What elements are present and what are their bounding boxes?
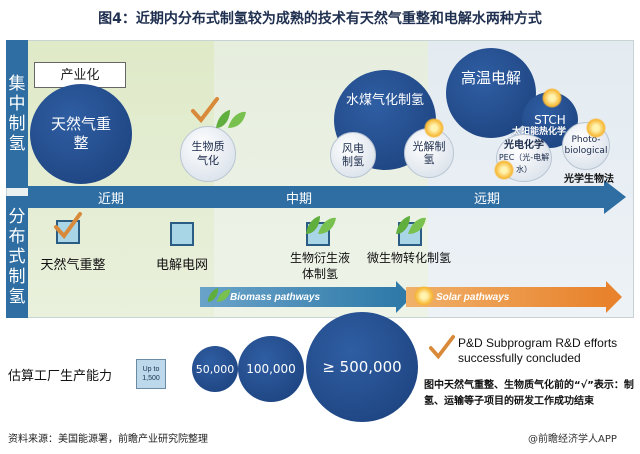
biomass-pathways-label: Biomass pathways — [230, 291, 321, 303]
high-temp-label: 高温电解 — [460, 68, 521, 87]
sun-icon — [414, 286, 434, 306]
electrolysis-grid-label: 电解电网 — [155, 258, 208, 273]
solar-pathways-band: Solar pathways — [406, 287, 606, 307]
circle-high-temp-electrolysis: 高温电解 — [446, 48, 536, 138]
timeline-near: 近期 — [98, 192, 125, 207]
capacity-label: 估算工厂生产能力 — [8, 369, 113, 384]
circle-natural-gas-reforming: 天然气重整 — [30, 84, 132, 184]
capacity-circle-medium: 100,000 — [238, 336, 304, 402]
source-text: 资料来源：美国能源署，前瞻产业研究院整理 — [8, 434, 208, 445]
leaf-icon — [396, 216, 426, 234]
capacity-500000: ≥ 500,000 — [322, 358, 402, 376]
page-title: 图4：近期内分布式制氢较为成熟的技术有天然气重整和电解水两种方式 — [98, 11, 542, 27]
legend-check-text: P&D Subprogram R&D efforts successfully … — [458, 336, 618, 365]
industrialization-label: 产业化 — [34, 62, 126, 88]
circle-biomass-gasification: 生物质气化 — [180, 126, 236, 182]
microbial-label: 微生物转化制氢 — [366, 251, 451, 265]
row-label-distributed: 分布式制氢 — [6, 196, 28, 318]
capacity-unit-box: Up to 1,500 — [136, 359, 166, 389]
pec-label: 光电化学 — [504, 140, 544, 151]
timeline-arrow-head — [604, 180, 626, 214]
capacity-100000: 100,000 — [246, 362, 296, 376]
leaf-icon — [207, 288, 231, 302]
bio-liquid-label: 生物衍生液体制氢 — [289, 251, 350, 281]
solar-thermochemical-label: 太阳能热化学 — [512, 126, 567, 136]
leaf-icon — [306, 216, 336, 234]
row-label-central: 集中制氢 — [6, 40, 28, 188]
electrolysis-grid-square — [170, 222, 194, 246]
photobiological-label: Photo-biological — [564, 135, 608, 156]
timeline-arrow — [28, 186, 608, 208]
sun-icon — [424, 118, 444, 138]
capacity-circle-large: ≥ 500,000 — [306, 312, 418, 422]
check-icon — [54, 212, 82, 240]
circle-pec: 光电化学 PEC（光-电解水） — [496, 134, 552, 182]
sun-icon — [586, 118, 606, 138]
leaf-icon — [216, 110, 246, 128]
legend-note: 图中天然气重整、生物质气化前的“√”表示：制氢、运输等子项目的研发工作成功结束 — [424, 380, 634, 407]
brand-watermark: @前瞻经济学人APP — [528, 434, 617, 445]
timeline-mid: 中期 — [286, 192, 313, 207]
sun-icon — [494, 160, 514, 180]
timeline-far: 远期 — [474, 192, 501, 207]
circle-wind-power: 风电制氢 — [330, 132, 376, 178]
capacity-unit-label: Up to 1,500 — [142, 366, 160, 382]
pec-sub-label: PEC（光-电解水） — [498, 153, 550, 174]
solar-pathways-arrow-head — [606, 281, 622, 313]
capacity-circle-small: 50,000 — [192, 346, 238, 392]
biomass-gasification-label: 生物质气化 — [191, 140, 225, 167]
coal-gasification-label: 水煤气化制氢 — [345, 92, 424, 108]
natural-gas-label: 天然气重整 — [50, 115, 111, 152]
photobiological-cn-label: 光学生物法 — [564, 174, 614, 185]
solar-pathways-label: Solar pathways — [436, 291, 510, 303]
stch-label: STCH — [534, 113, 566, 127]
distributed-natural-gas-label: 天然气重整 — [40, 258, 106, 273]
photolysis-label: 光解制氢 — [412, 140, 446, 166]
check-icon — [428, 334, 456, 360]
capacity-50000: 50,000 — [195, 362, 235, 376]
wind-power-label: 风电制氢 — [342, 142, 364, 168]
sun-icon — [542, 88, 562, 108]
check-icon — [191, 97, 219, 124]
biomass-pathways-band: Biomass pathways — [200, 287, 396, 307]
